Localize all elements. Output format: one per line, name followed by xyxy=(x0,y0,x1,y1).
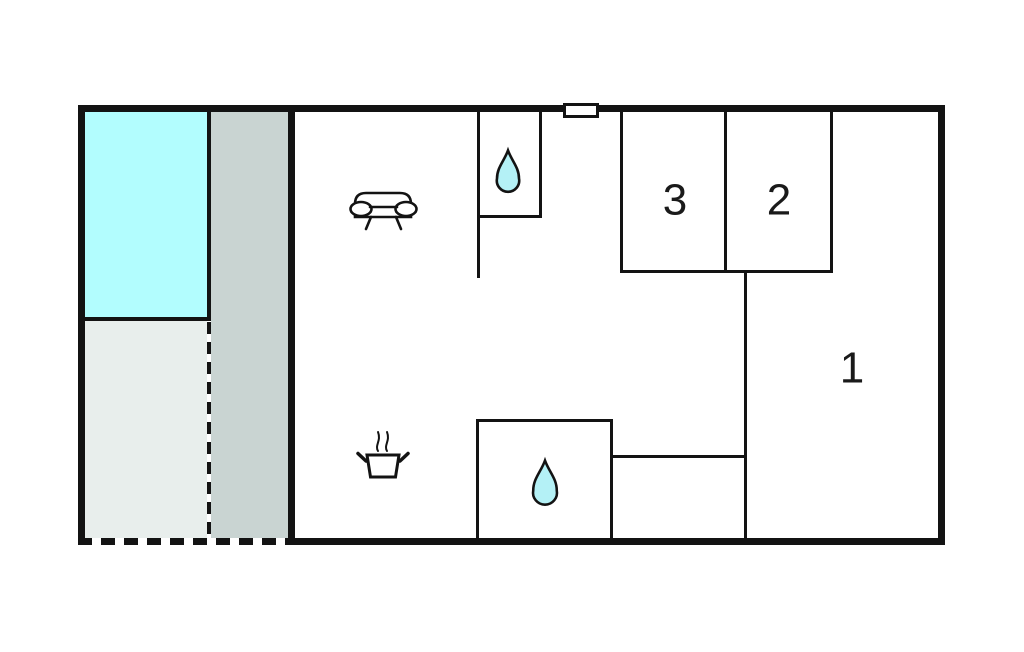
water-drop-icon xyxy=(495,146,521,194)
side-deck-area xyxy=(211,112,288,538)
water-drop-icon xyxy=(531,456,559,506)
wall-room3-left xyxy=(620,112,623,273)
door-marker xyxy=(563,103,599,118)
wall-room3-room2-divider xyxy=(724,112,727,273)
wall-bottom-outer xyxy=(288,538,945,545)
wall-bath2-left xyxy=(476,419,479,538)
wall-hallway xyxy=(744,270,747,538)
wall-room2-right xyxy=(830,112,833,273)
pool-area xyxy=(85,112,207,317)
dashed-boundaries xyxy=(78,322,288,545)
room-2-label: 2 xyxy=(767,176,791,225)
wall-bath1-bottom xyxy=(477,215,542,218)
sofa-icon xyxy=(349,191,418,231)
walls xyxy=(78,105,945,545)
wall-bath1-left xyxy=(477,112,480,278)
wall-pool-right xyxy=(207,112,211,321)
wall-right-outer xyxy=(938,105,945,545)
room-3-label: 3 xyxy=(663,176,687,225)
wall-top-outer xyxy=(78,105,945,112)
fixture-icons xyxy=(349,146,559,506)
wall-bath2-right xyxy=(610,419,613,538)
wall-rooms-bottom xyxy=(620,270,833,273)
wall-entry-nook xyxy=(611,455,745,458)
cooking-pot-icon xyxy=(356,431,410,479)
wall-left-outer xyxy=(78,105,85,543)
wall-bath1-right xyxy=(539,112,542,218)
room-1-label: 1 xyxy=(840,344,864,393)
wall-building-left xyxy=(288,105,295,545)
wall-bath2-top xyxy=(476,419,613,422)
wall-pool-bottom xyxy=(85,317,211,321)
terrace-area xyxy=(85,321,207,538)
